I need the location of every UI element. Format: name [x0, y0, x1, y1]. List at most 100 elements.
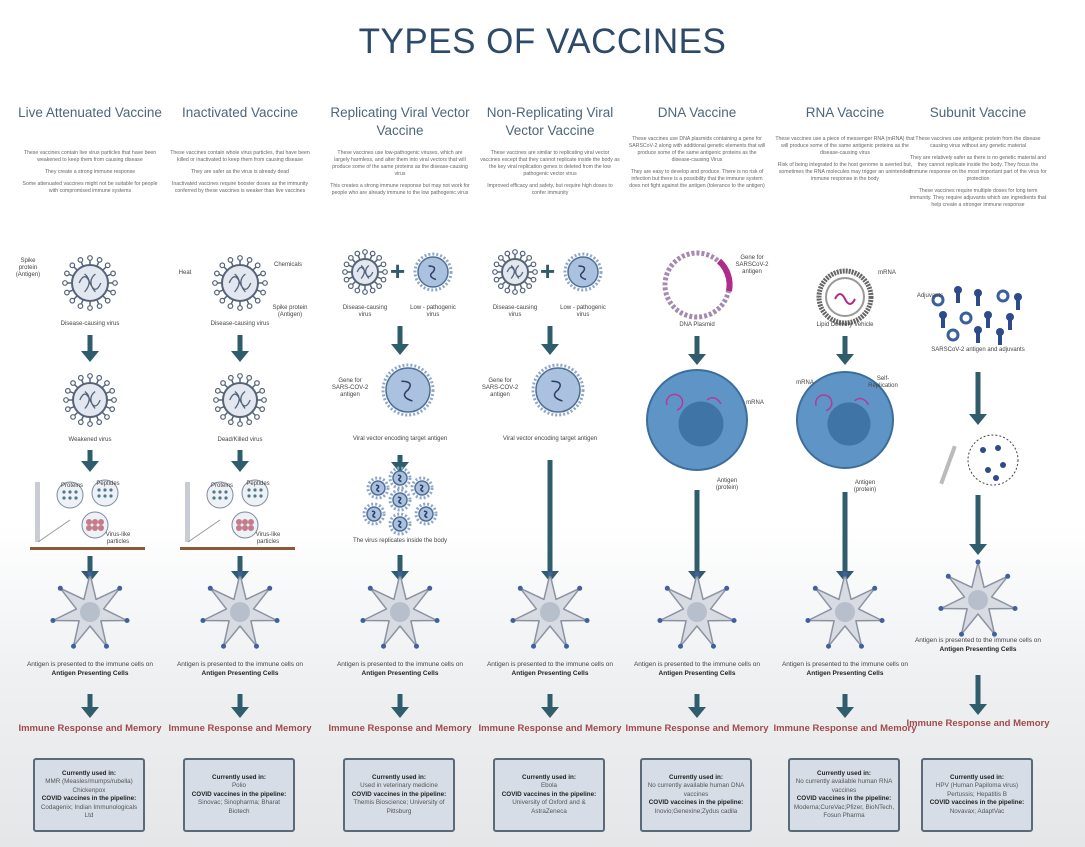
antigen-presenting-cell-icon: [50, 571, 130, 649]
description-paragraph: Improved efficacy and safety, but requir…: [487, 183, 613, 196]
column-title: Inactivated Vaccine: [181, 105, 299, 120]
arrow-icon: [836, 336, 854, 365]
cell-icon: [796, 371, 894, 469]
illustration-label: Peptides: [246, 481, 270, 487]
illustration-label: Viral vector encoding target antigen: [352, 436, 448, 442]
viral-vector-icon: [388, 512, 412, 536]
arrow-icon: [836, 694, 854, 718]
apc-caption-bold: Antigen Presenting Cells: [51, 670, 129, 677]
column-title: RNA Vaccine: [805, 105, 885, 120]
column-description: These vaccines use low-pathogenic viruse…: [330, 150, 470, 202]
box-heading-pipeline: COVID vaccines in the pipeline:: [929, 799, 1025, 807]
used-in-item: Used in veterinary medicine: [360, 782, 438, 790]
antigen-presenting-cell-icon: [510, 571, 590, 649]
arrow-icon: [391, 455, 409, 473]
illustration-label: mRNA: [878, 270, 896, 276]
apc-caption: Antigen is presented to the immune cells…: [480, 660, 620, 678]
apc-caption: Antigen is presented to the immune cells…: [170, 660, 310, 678]
pipeline-value: Inovio;Genexine;Zydus cadila: [654, 807, 738, 815]
description-paragraph: This creates a strong immune response bu…: [330, 183, 470, 196]
column-description: These vaccines use a piece of messenger …: [775, 136, 915, 188]
immune-response-label: Immune Response and Memory: [168, 723, 312, 734]
viral-vector-icon: [531, 363, 585, 417]
column-description: These vaccines use antigenic protein fro…: [908, 136, 1048, 214]
antigen-presenting-cell-icon: [938, 559, 1018, 637]
column-title: Subunit Vaccine: [929, 105, 1027, 120]
illustration-label: Self-Replication: [868, 376, 898, 389]
immune-response-label: Immune Response and Memory: [478, 723, 622, 734]
plus-icon: +: [390, 256, 405, 286]
adjuvants-icon: [931, 286, 1022, 345]
weakened-virus-icon: [63, 373, 117, 427]
disease-causing-virus-icon: [342, 249, 388, 295]
apc-caption-text: Antigen is presented to the immune cells…: [176, 661, 304, 668]
page-title: TYPES OF VACCINES: [358, 22, 727, 61]
arrow-icon: [688, 694, 706, 718]
column-description: These vaccines contain live virus partic…: [20, 150, 160, 200]
illustration-label: Adjuvants: [916, 293, 944, 299]
pipeline-value: Novavax; AdaptVac: [949, 807, 1005, 815]
illustration-label: Viral vector encoding target antigen: [502, 436, 598, 442]
illustration-label: mRNA: [746, 400, 764, 406]
illustration-label: Low - pathogenic virus: [560, 305, 606, 318]
illustration-label: Disease-causing virus: [60, 321, 120, 327]
used-in-item: Chickenpox: [72, 786, 106, 794]
illustration-label: DNA Plasmid: [679, 322, 715, 328]
viral-vector-icon: [388, 488, 412, 512]
used-in-item: HPV (Human Papiloma virus): [935, 782, 1019, 790]
antigen-presenting-cell-icon: [805, 571, 885, 649]
viral-vector-icon: [362, 502, 386, 526]
syringe-panel-icon: [180, 479, 295, 550]
immune-response-label: Immune Response and Memory: [328, 723, 472, 734]
apc-caption-text: Antigen is presented to the immune cells…: [336, 661, 464, 668]
description-paragraph: These vaccines use DNA plasmids containi…: [628, 136, 766, 163]
description-paragraph: Inactivated vaccines require booster dos…: [171, 181, 309, 194]
lipid-delivery-vehicle-icon: [816, 268, 874, 326]
arrow-icon: [391, 694, 409, 718]
description-paragraph: These vaccines require multiple doses fo…: [909, 188, 1047, 208]
illustration-label: Disease-causing virus: [342, 305, 388, 318]
description-paragraph: They are relatively safer as there is no…: [909, 155, 1047, 182]
immune-response-label: Immune Response and Memory: [625, 723, 769, 734]
description-paragraph: These vaccines are similar to replicatin…: [480, 150, 620, 177]
box-heading-used: Currently used in:: [950, 773, 1004, 781]
box-heading-pipeline: COVID vaccines in the pipeline:: [796, 795, 892, 802]
apc-caption: Antigen is presented to the immune cells…: [908, 636, 1048, 654]
box-heading-pipeline: COVID vaccines in the pipeline:: [501, 790, 597, 798]
box-heading-used: Currently used in:: [522, 773, 576, 781]
arrow-icon: [81, 335, 99, 362]
illustration-label: The virus replicates inside the body: [352, 538, 448, 544]
viral-vector-icon: [413, 252, 453, 292]
arrow-icon: [688, 336, 706, 365]
antigen-presenting-cell-icon: [200, 571, 280, 649]
used-in-item: Polio: [231, 782, 246, 790]
illustration-label: Proteins: [60, 483, 83, 489]
weakened-virus-icon: [213, 373, 267, 427]
viral-vector-icon: [388, 466, 412, 490]
syringe-panel-icon: [30, 479, 145, 550]
arrow-icon: [969, 495, 987, 555]
arrow-icon: [231, 450, 249, 472]
apc-caption: Antigen is presented to the immune cells…: [330, 660, 470, 678]
apc-caption-bold: Antigen Presenting Cells: [201, 670, 279, 677]
box-heading-pipeline: COVID vaccines in the pipeline:: [191, 790, 287, 798]
illustration-label: Spike protein (Antigen): [272, 305, 308, 318]
disease-causing-virus-icon: [212, 255, 268, 311]
illustration-label: Antigen (protein): [715, 478, 739, 491]
description-paragraph: These vaccines contain live virus partic…: [23, 150, 157, 163]
arrow-icon: [541, 694, 559, 718]
illustration-label: Proteins: [210, 483, 233, 489]
arrow-icon: [81, 694, 99, 718]
arrow-icon: [969, 372, 987, 425]
plus-icon: +: [540, 256, 555, 286]
illustration-label: Peptides: [96, 481, 120, 487]
apc-caption-bold: Antigen Presenting Cells: [658, 670, 736, 677]
disease-causing-virus-icon: [62, 255, 118, 311]
pipeline-value: Themis Bioscience; University of Pittsbu…: [353, 799, 445, 815]
immune-response-label: Immune Response and Memory: [773, 723, 917, 734]
apc-caption: Antigen is presented to the immune cells…: [627, 660, 767, 678]
pipeline-value: Sinovac; Sinopharma; Bharat Biotech: [198, 799, 280, 815]
description-paragraph: They are easy to develop and produce. Th…: [629, 169, 765, 189]
